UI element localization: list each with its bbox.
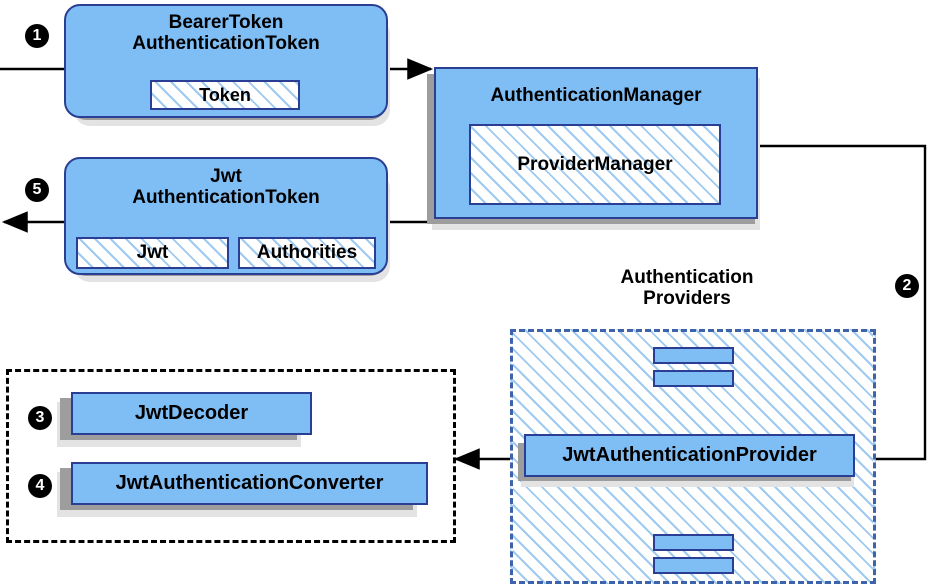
bearer-token-title-line1: BearerToken: [168, 12, 284, 33]
provider-placeholder-bar-1: [653, 347, 734, 364]
step-number-3: 3: [28, 406, 52, 430]
jwt-authentication-provider-label: JwtAuthenticationProvider: [562, 444, 817, 466]
node-jwt-authentication-converter[interactable]: JwtAuthenticationConverter: [71, 462, 428, 505]
authentication-manager-field-provider-manager: ProviderManager: [469, 124, 721, 205]
jwt-support-components-group: [6, 369, 456, 543]
step-number-2: 2: [895, 274, 919, 298]
bearer-token-title-line2: AuthenticationToken: [132, 32, 320, 54]
jwt-decoder-label: JwtDecoder: [134, 402, 249, 424]
jwt-authentication-converter-label: JwtAuthenticationConverter: [115, 472, 384, 494]
provider-placeholder-bar-2: [653, 370, 734, 387]
jwt-token-title-line1: Jwt: [210, 166, 242, 187]
step-number-4: 4: [28, 474, 52, 498]
jwt-token-field-jwt: Jwt: [76, 237, 229, 269]
node-bearer-token-authentication-token[interactable]: BearerToken AuthenticationToken: [64, 4, 388, 118]
jwt-token-title-line2: AuthenticationToken: [132, 186, 320, 208]
bearer-token-field-token: Token: [150, 80, 300, 110]
provider-placeholder-bar-3: [653, 534, 734, 551]
node-jwt-decoder[interactable]: JwtDecoder: [71, 392, 312, 435]
jwt-token-field-authorities: Authorities: [238, 237, 376, 269]
step-number-1: 1: [25, 24, 49, 48]
authentication-providers-heading-line1: Authentication: [620, 267, 754, 288]
node-jwt-authentication-provider[interactable]: JwtAuthenticationProvider: [524, 434, 855, 477]
step-number-5: 5: [25, 178, 49, 202]
authentication-providers-heading: Authentication Providers: [562, 267, 812, 310]
authentication-manager-title: AuthenticationManager: [490, 85, 702, 106]
authentication-providers-heading-line2: Providers: [643, 287, 731, 309]
provider-placeholder-bar-4: [653, 557, 734, 574]
